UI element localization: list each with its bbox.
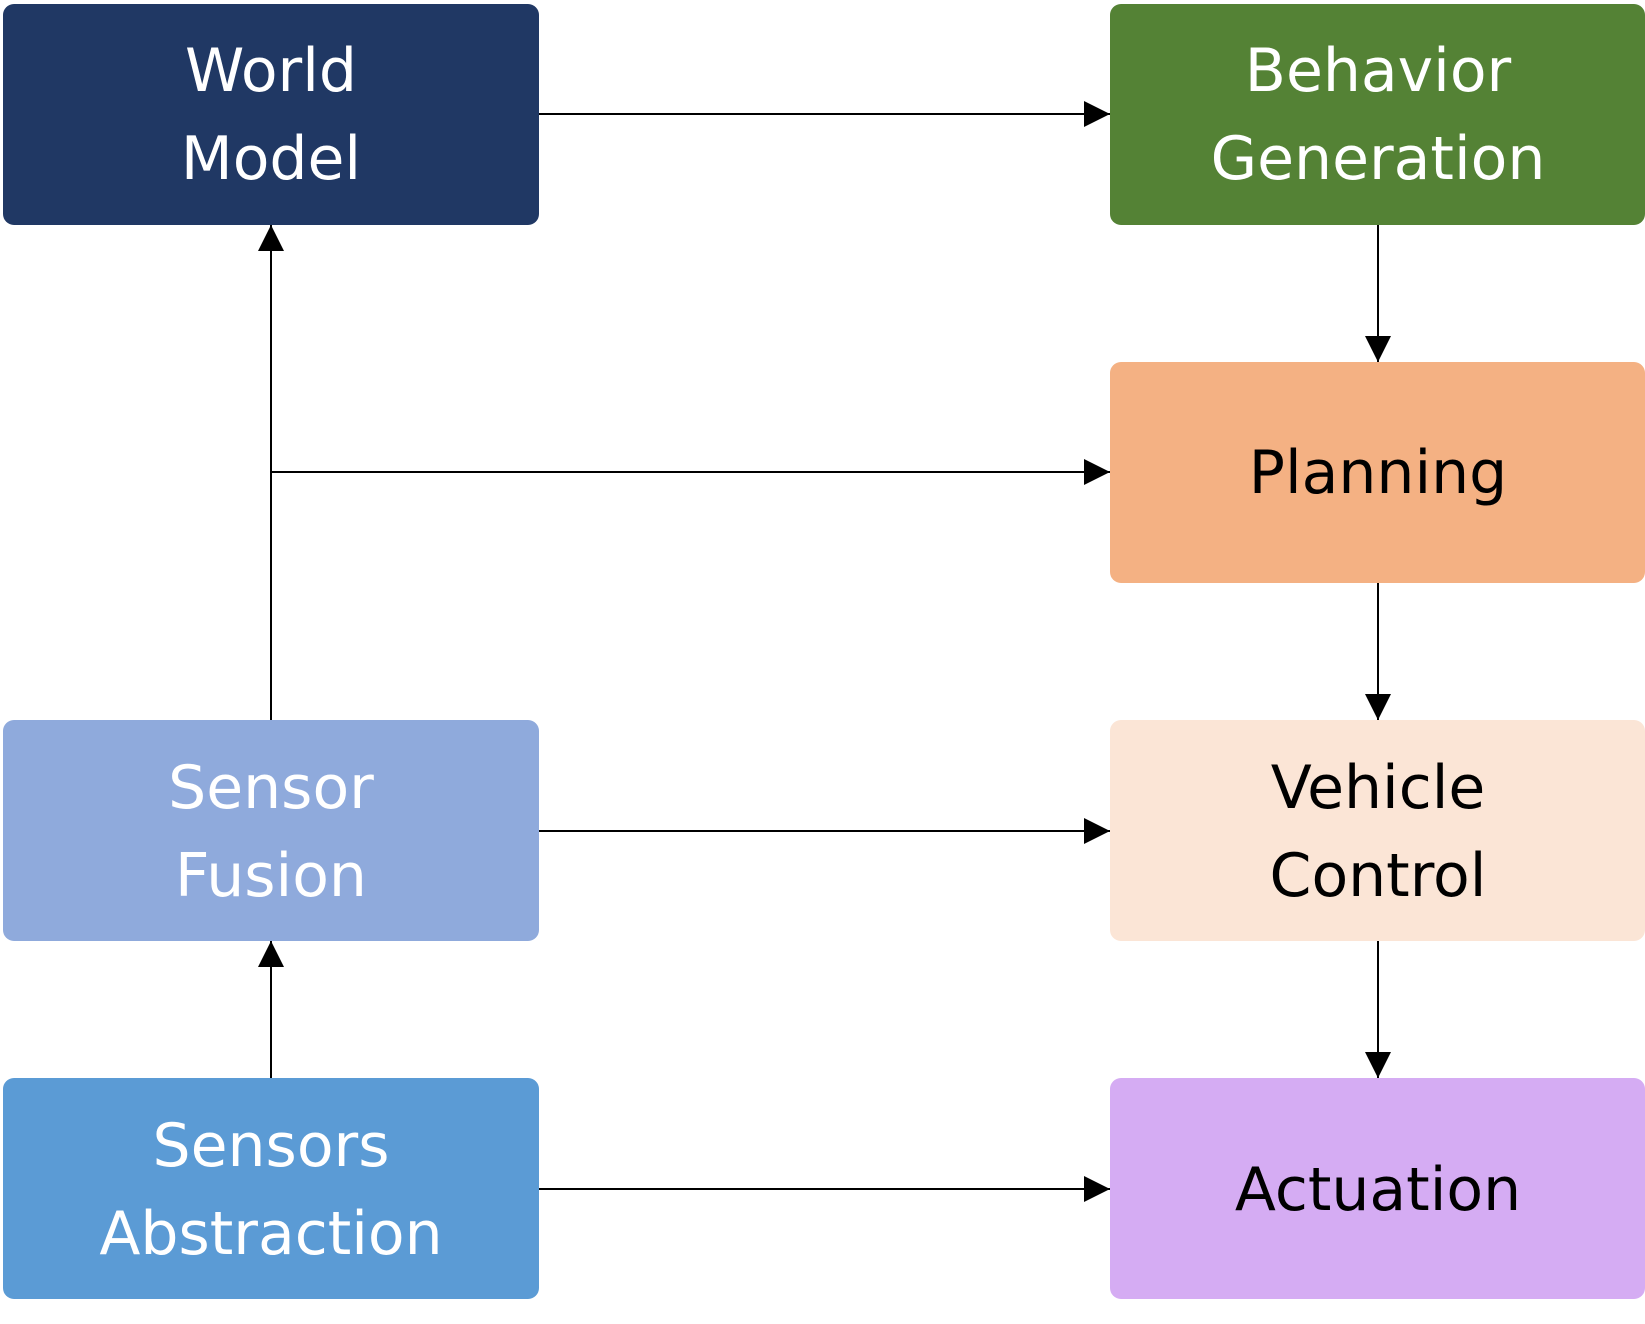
node-world-model-box: [3, 4, 539, 225]
node-actuation: Actuation: [1110, 1078, 1645, 1299]
node-sensor-fusion-box: [3, 720, 539, 941]
node-actuation-box: [1110, 1078, 1645, 1299]
node-actuation-label: Actuation: [1235, 1155, 1521, 1225]
node-label-line: Model: [181, 124, 361, 194]
node-label-line: Sensors: [153, 1111, 390, 1181]
node-label-line: Behavior: [1245, 36, 1512, 106]
node-label-line: Abstraction: [99, 1199, 442, 1269]
node-label-line: Sensor: [168, 753, 374, 823]
node-label-line: Generation: [1211, 124, 1546, 194]
node-label-line: Actuation: [1235, 1155, 1521, 1225]
node-label-line: Fusion: [175, 841, 367, 911]
node-label-line: World: [185, 36, 357, 106]
node-planning: Planning: [1110, 362, 1645, 583]
node-label-line: Planning: [1249, 438, 1507, 508]
node-planning-box: [1110, 362, 1645, 583]
node-sensors-abstraction-box: [3, 1078, 539, 1299]
node-label-line: Vehicle: [1271, 753, 1486, 823]
node-label-line: Control: [1270, 841, 1487, 911]
node-behavior-generation-box: [1110, 4, 1645, 225]
edges: [258, 101, 1391, 1202]
node-planning-label: Planning: [1249, 438, 1507, 508]
node-vehicle-control-box: [1110, 720, 1645, 941]
